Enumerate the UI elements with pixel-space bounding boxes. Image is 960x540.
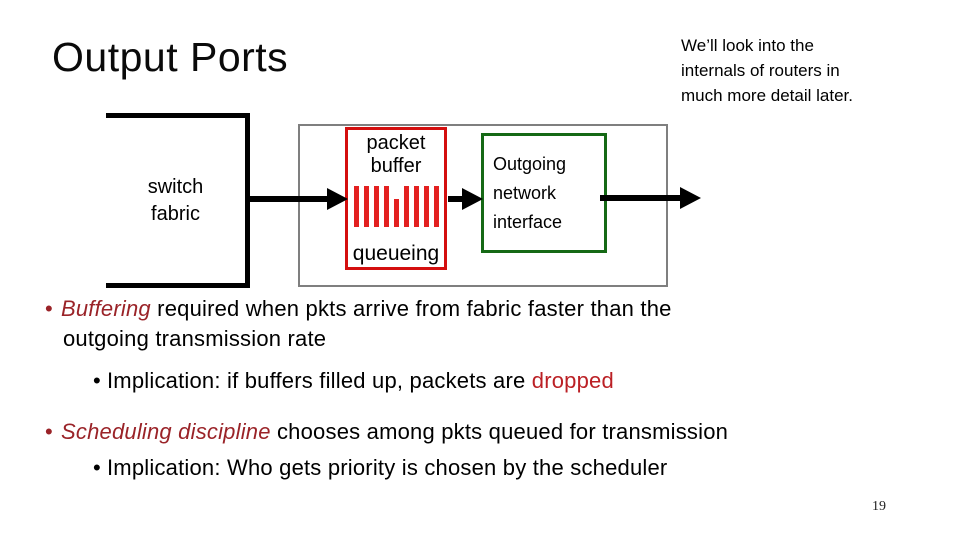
switch-fabric-label: switch fabric [147, 175, 204, 225]
bullet-buffering-term: Buffering [61, 296, 151, 321]
sub-bullet-marker: • [93, 368, 101, 393]
implication-text: Implication: Who gets priority is chosen… [107, 455, 668, 480]
queued-packet-bar [373, 186, 379, 227]
bullet-scheduling-line: • Scheduling discipline chooses among pkt… [45, 417, 935, 447]
bullet-buffering-text: required when pkts arrive from fabric fa… [150, 296, 672, 321]
arrow-interface-out-line [600, 195, 681, 201]
packet-buffer-box: packet buffer queueing [345, 127, 447, 270]
sub-bullet-marker: • [93, 455, 101, 480]
queued-packet-bar [423, 186, 429, 227]
bullet-scheduling-term: Scheduling discipline [61, 419, 271, 444]
bullet-marker: • [45, 419, 53, 444]
bullet-buffering-implication: •Implication: if buffers filled up, pack… [45, 366, 935, 395]
queued-packet-bar [353, 186, 359, 227]
queued-packet-bar [433, 186, 439, 227]
bullet-buffering-line1: • Buffering required when pkts arrive fro… [45, 294, 935, 324]
arrow-fabric-to-buffer-line [249, 196, 327, 202]
arrow-buffer-to-interface-head-icon [462, 188, 483, 210]
output-port-outline-box [298, 124, 668, 287]
side-note: We’ll look into the internals of routers… [681, 36, 853, 105]
queued-packet-bar [363, 186, 369, 227]
queueing-label: queueing [352, 242, 440, 265]
queue-bars [348, 186, 444, 227]
arrow-buffer-to-interface-line [448, 196, 462, 202]
bullet-list: • Buffering required when pkts arrive fro… [45, 294, 935, 482]
switch-fabric-box: switch fabric [106, 113, 250, 288]
arrow-interface-out-head-icon [680, 187, 701, 209]
queued-packet-bar [383, 186, 389, 227]
page-number: 19 [872, 499, 886, 514]
bullet-buffering-line2: outgoing transmission rate [63, 326, 327, 351]
arrow-fabric-to-buffer-head-icon [327, 188, 348, 210]
implication-text: Implication: if buffers filled up, packe… [107, 368, 532, 393]
queued-packet-bar [393, 199, 399, 227]
dropped-highlight: dropped [531, 368, 614, 393]
bullet-scheduling-text: chooses among pkts queued for transmissi… [270, 419, 729, 444]
queued-packet-bar [403, 186, 409, 227]
page-title: Output Ports [52, 34, 289, 80]
packet-buffer-label: packet buffer [366, 132, 426, 177]
queued-packet-bar [413, 186, 419, 227]
bullet-scheduling-implication: •Implication: Who gets priority is chose… [45, 453, 935, 482]
outgoing-interface-box: Outgoing network interface [481, 133, 607, 253]
bullet-marker: • [45, 296, 53, 321]
